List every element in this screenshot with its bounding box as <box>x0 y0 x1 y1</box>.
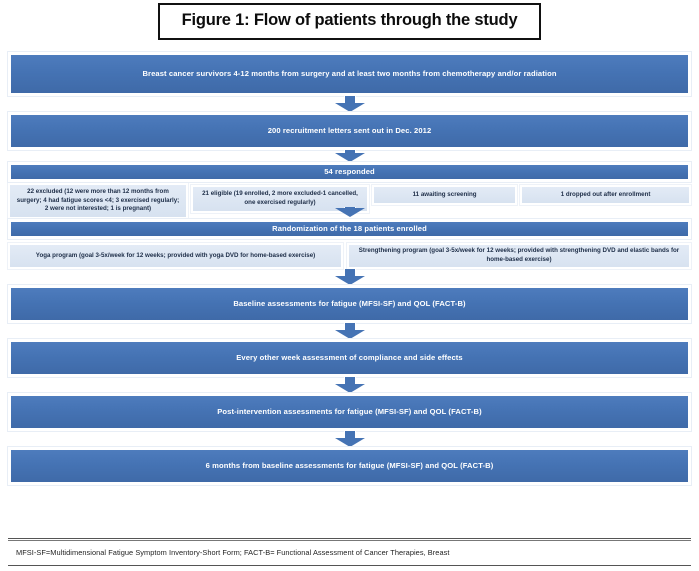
page-title: Figure 1: Flow of patients through the s… <box>157 3 542 40</box>
down-arrow-icon <box>334 431 365 447</box>
flow-node-baseline: Baseline assessments for fatigue (MFSI-S… <box>8 285 691 323</box>
study-arms-row: Yoga program (goal 3-5x/week for 12 week… <box>8 243 691 269</box>
outcome-box-awaiting-screening: 11 awaiting screening <box>372 185 518 205</box>
arrow-connector-3 <box>8 207 691 217</box>
footnote-rule-bottom <box>8 565 691 566</box>
down-arrow-icon <box>334 150 365 162</box>
down-arrow-icon <box>334 269 365 285</box>
down-arrow-icon <box>334 377 365 393</box>
arm-box-strengthening: Strengthening program (goal 3-5x/week fo… <box>347 243 691 269</box>
flow-node-six-month-followup: 6 months from baseline assessments for f… <box>8 447 691 485</box>
arm-box-yoga: Yoga program (goal 3-5x/week for 12 week… <box>8 243 343 269</box>
flow-node-biweekly-assessment: Every other week assessment of complianc… <box>8 339 691 377</box>
arrow-connector-1 <box>8 96 691 112</box>
abbreviations-footnote: MFSI-SF=Multidimensional Fatigue Symptom… <box>16 548 450 557</box>
flow-node-recruitment: 200 recruitment letters sent out in Dec.… <box>8 112 691 150</box>
flow-node-responded: 54 responded <box>8 162 691 182</box>
arrow-connector-4 <box>8 269 691 285</box>
flow-node-randomization: Randomization of the 18 patients enrolle… <box>8 219 691 239</box>
down-arrow-icon <box>334 207 365 217</box>
flow-node-eligibility: Breast cancer survivors 4-12 months from… <box>8 52 691 96</box>
footnote-rule-top <box>8 538 691 539</box>
footnote-container: MFSI-SF=Multidimensional Fatigue Symptom… <box>8 538 691 566</box>
arrow-connector-6 <box>8 377 691 393</box>
flowchart: Breast cancer survivors 4-12 months from… <box>8 52 692 485</box>
down-arrow-icon <box>334 96 365 112</box>
outcome-box-dropped-out: 1 dropped out after enrollment <box>520 185 692 205</box>
arrow-connector-5 <box>8 323 691 339</box>
outcome-box-excluded: 22 excluded (12 were more than 12 months… <box>8 183 188 219</box>
arrow-connector-2 <box>8 150 691 162</box>
flow-node-post-intervention: Post-intervention assessments for fatigu… <box>8 393 691 431</box>
footnote-rule-thin <box>8 540 691 541</box>
arrow-connector-7 <box>8 431 691 447</box>
figure-title-container: Figure 1: Flow of patients through the s… <box>0 3 699 40</box>
down-arrow-icon <box>334 323 365 339</box>
